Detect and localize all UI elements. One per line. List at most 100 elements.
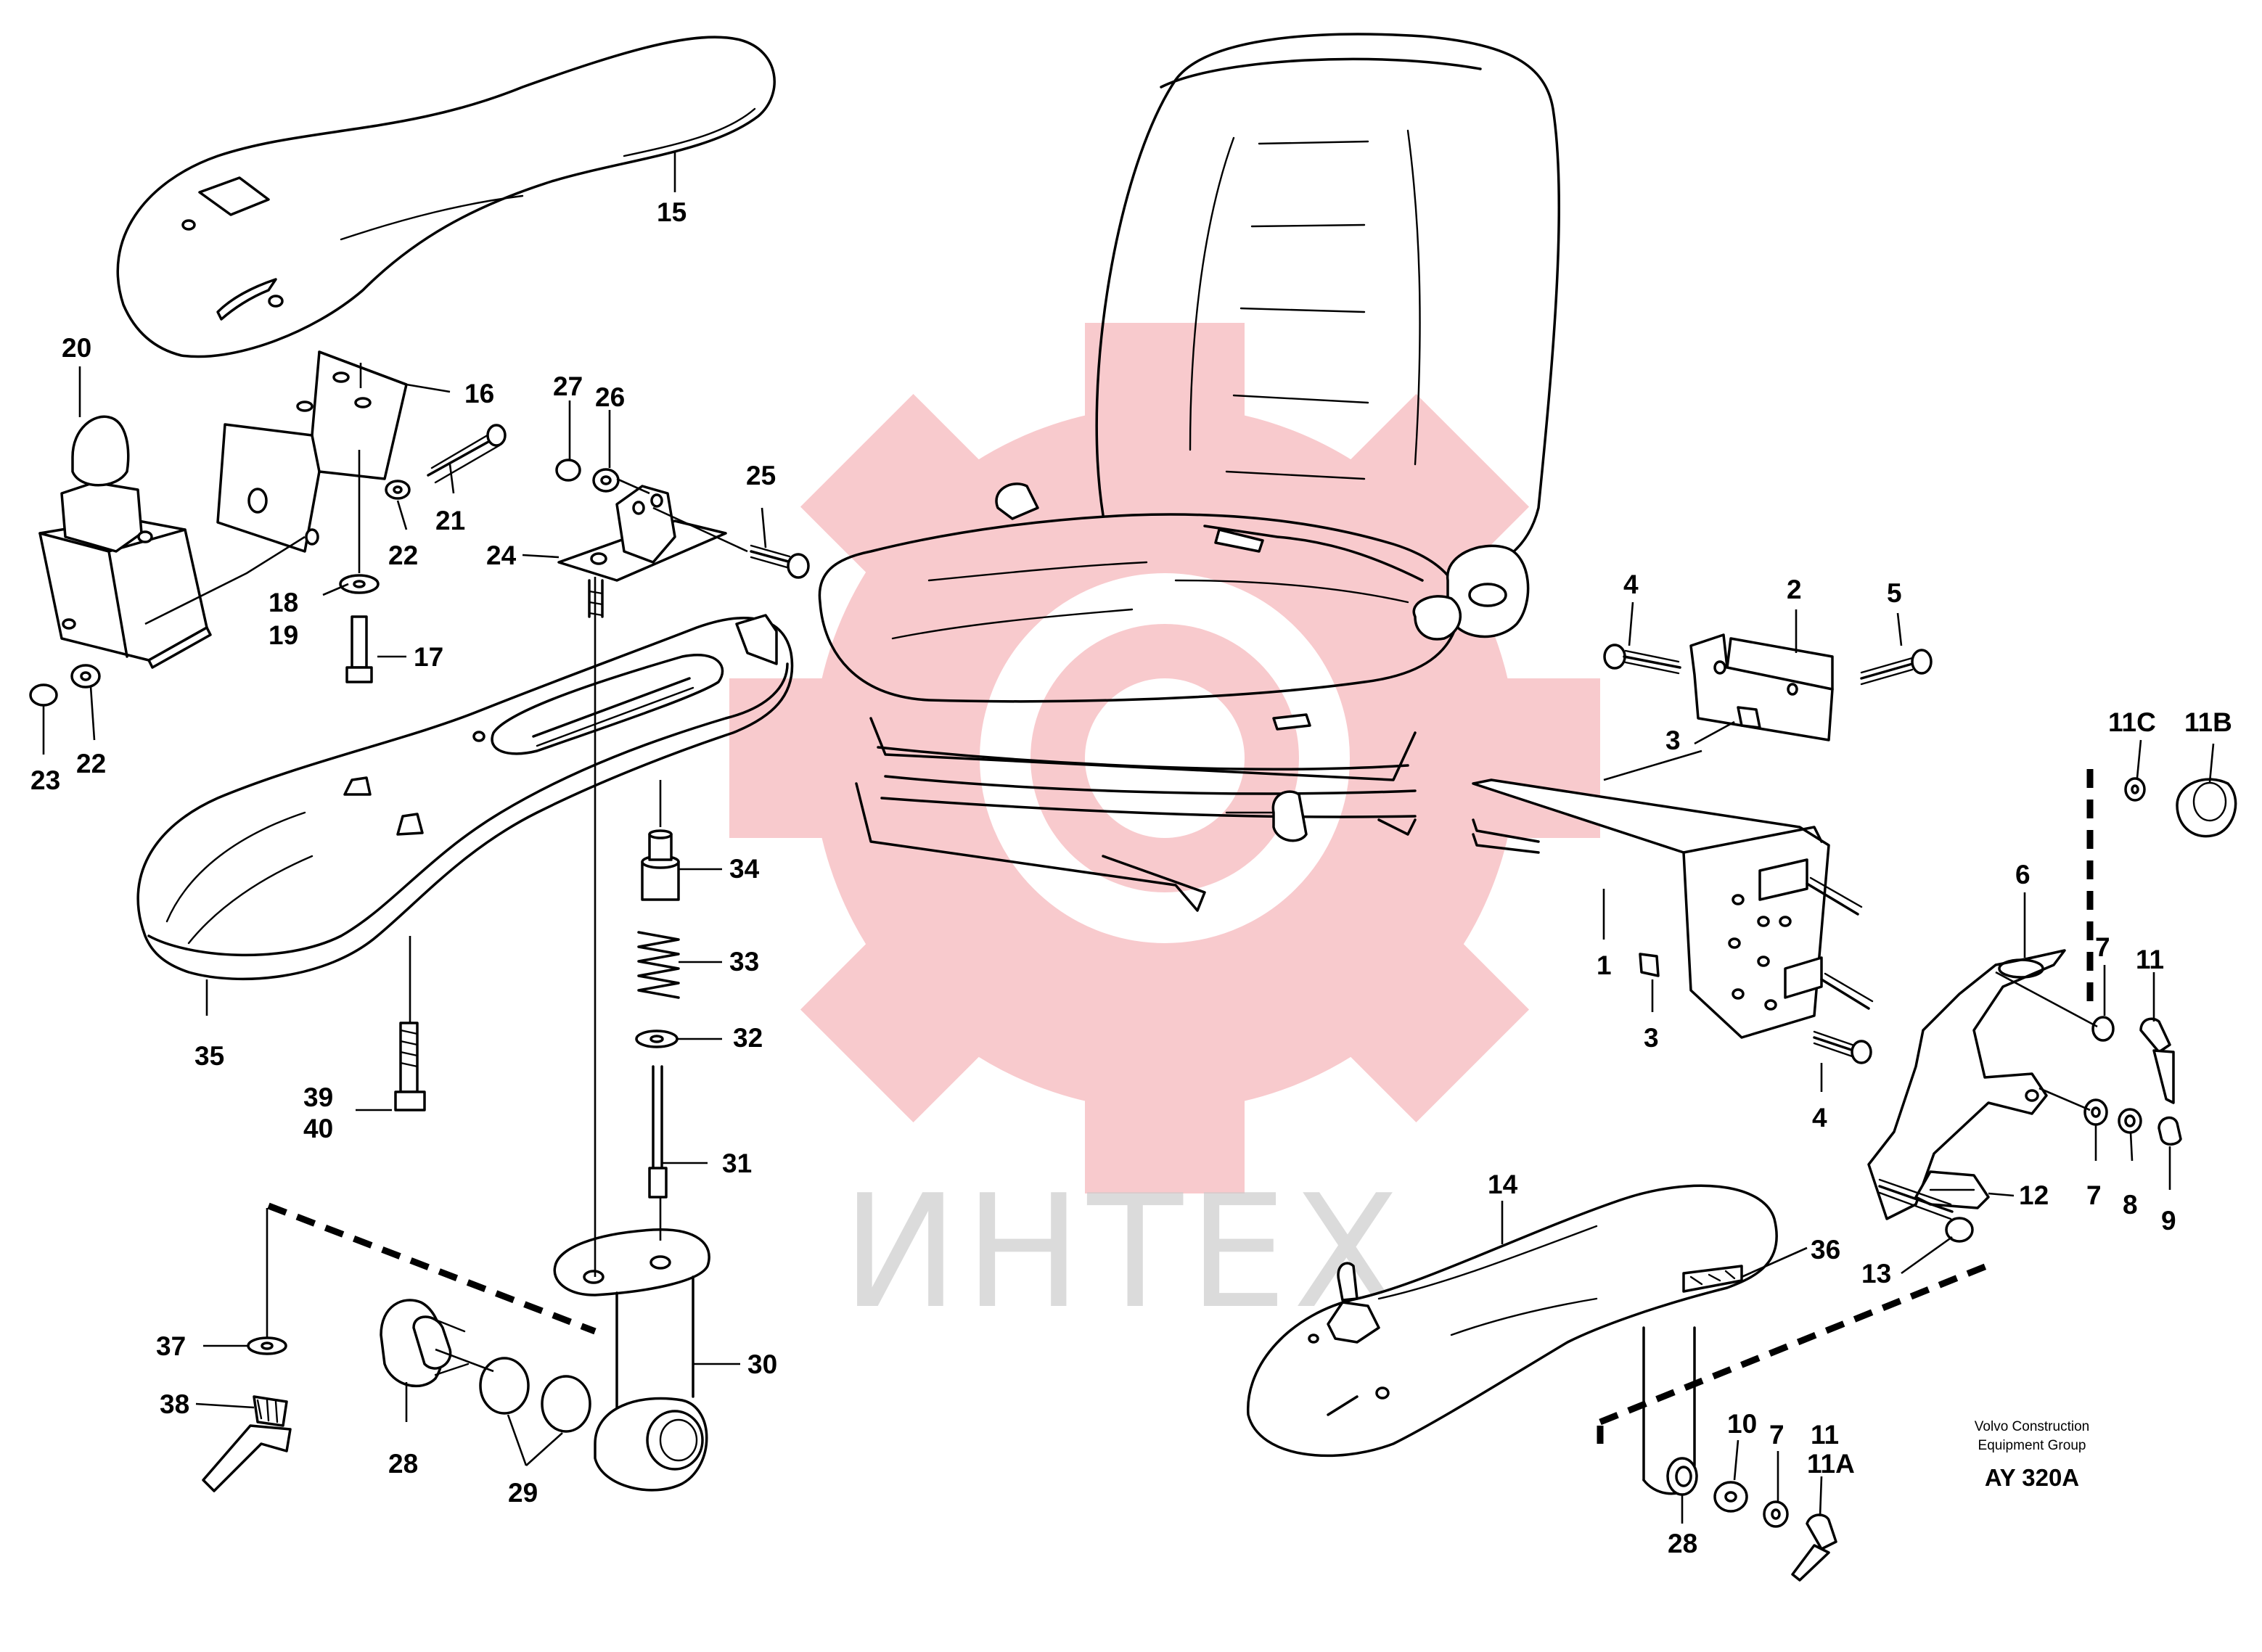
bushing-34 bbox=[641, 829, 680, 901]
callout-9: 9 bbox=[2161, 1206, 2176, 1236]
spacer-3-top bbox=[1737, 706, 1761, 729]
lever-11 bbox=[2139, 1017, 2175, 1104]
callout-11b: 11B bbox=[2184, 707, 2232, 737]
washer-10 bbox=[1713, 1481, 1748, 1513]
washer-11c bbox=[2124, 777, 2146, 802]
callout-11-lower: 11 bbox=[1811, 1420, 1839, 1450]
rings-29 bbox=[479, 1357, 591, 1433]
pin-31 bbox=[648, 1065, 668, 1199]
callout-21: 21 bbox=[435, 506, 465, 535]
callout-11a: 11A bbox=[1807, 1449, 1855, 1479]
washer-32 bbox=[635, 1030, 679, 1048]
callout-37: 37 bbox=[156, 1331, 186, 1361]
callout-4-top: 4 bbox=[1623, 570, 1639, 599]
callout-11c: 11C bbox=[2108, 707, 2156, 737]
washer-7b bbox=[2083, 1098, 2108, 1126]
callout-28-right: 28 bbox=[1668, 1529, 1697, 1558]
spring-33 bbox=[637, 931, 680, 999]
washer-37 bbox=[247, 1336, 287, 1355]
knob-28-right bbox=[1666, 1457, 1698, 1496]
washer-7c bbox=[1763, 1500, 1789, 1528]
callout-20: 20 bbox=[62, 333, 91, 363]
cap-11b bbox=[2176, 778, 2237, 838]
operator-seat bbox=[818, 33, 1561, 912]
switch-box-20 bbox=[38, 415, 212, 669]
callout-31: 31 bbox=[722, 1148, 752, 1178]
callout-27: 27 bbox=[553, 371, 583, 401]
callout-23: 23 bbox=[30, 765, 60, 795]
callout-33: 33 bbox=[729, 947, 759, 977]
callout-39: 39 bbox=[303, 1082, 333, 1112]
callout-24: 24 bbox=[486, 541, 517, 570]
screw-39-40 bbox=[394, 1022, 426, 1111]
callout-34: 34 bbox=[729, 854, 760, 884]
maker-line-1: Volvo Construction bbox=[1975, 1419, 2089, 1434]
bolt-13 bbox=[1878, 1178, 1974, 1243]
bracket-16 bbox=[216, 350, 408, 553]
callout-7-bottom: 7 bbox=[1769, 1420, 1784, 1450]
callout-25: 25 bbox=[746, 461, 776, 490]
callout-36: 36 bbox=[1811, 1235, 1840, 1265]
knob-28-left bbox=[380, 1299, 470, 1388]
cap-9 bbox=[2157, 1116, 2182, 1146]
callout-29: 29 bbox=[508, 1478, 538, 1508]
lever-bracket-6 bbox=[1867, 949, 2066, 1220]
callout-17: 17 bbox=[414, 642, 443, 672]
callout-4-bottom: 4 bbox=[1812, 1103, 1827, 1133]
callout-32: 32 bbox=[733, 1023, 763, 1053]
callout-7-top: 7 bbox=[2095, 932, 2110, 962]
nut-8 bbox=[2118, 1108, 2142, 1134]
callout-11: 11 bbox=[2136, 945, 2164, 974]
callout-1: 1 bbox=[1597, 950, 1612, 980]
callout-10: 10 bbox=[1727, 1409, 1757, 1439]
screw-21 bbox=[427, 437, 495, 477]
callout-22-bottom: 22 bbox=[76, 749, 106, 778]
drawing-ref-code: AY 320A bbox=[1985, 1464, 2079, 1491]
callout-14: 14 bbox=[1488, 1170, 1518, 1199]
leader-lines bbox=[42, 152, 2215, 1524]
callout-40: 40 bbox=[303, 1114, 333, 1143]
callout-22-top: 22 bbox=[388, 541, 418, 570]
bracket-2 bbox=[1689, 633, 1834, 741]
lever-38 bbox=[202, 1395, 292, 1492]
callout-7-mid: 7 bbox=[2086, 1180, 2102, 1210]
nut-27 bbox=[555, 459, 581, 482]
callout-labels: 15 16 20 21 22 18 19 17 23 22 27 26 25 2… bbox=[30, 197, 2232, 1558]
bolt-4-bottom bbox=[1813, 1030, 1872, 1064]
armrest-pad-15 bbox=[116, 36, 776, 358]
armrest-pad-14 bbox=[1247, 1184, 1778, 1495]
lever-11a bbox=[1791, 1513, 1837, 1582]
washer-7a bbox=[2091, 1016, 2115, 1042]
bolt-4-top bbox=[1603, 644, 1681, 675]
spacer-3-bottom bbox=[1639, 953, 1660, 977]
callout-6: 6 bbox=[2015, 860, 2031, 889]
callout-16: 16 bbox=[464, 379, 494, 408]
dashed-assembly-lines bbox=[267, 769, 2094, 1444]
callout-26: 26 bbox=[595, 382, 625, 412]
watermark-gear-logo bbox=[729, 323, 1600, 1193]
plate-24 bbox=[557, 485, 727, 618]
bolt-5 bbox=[1860, 649, 1933, 686]
callout-30: 30 bbox=[747, 1349, 777, 1379]
bolt-25 bbox=[750, 544, 810, 579]
screw-17 bbox=[351, 615, 368, 669]
callout-15: 15 bbox=[657, 197, 687, 227]
callout-3-bottom: 3 bbox=[1644, 1023, 1659, 1053]
callout-2: 2 bbox=[1787, 575, 1802, 604]
callout-28-left: 28 bbox=[388, 1449, 418, 1479]
callout-18: 18 bbox=[269, 588, 298, 617]
callout-3-top: 3 bbox=[1665, 726, 1681, 755]
callout-35: 35 bbox=[194, 1041, 224, 1071]
callout-13: 13 bbox=[1861, 1259, 1891, 1289]
callout-8: 8 bbox=[2123, 1190, 2138, 1220]
callout-12: 12 bbox=[2019, 1180, 2049, 1210]
callout-5: 5 bbox=[1887, 578, 1902, 608]
support-arm-30 bbox=[553, 1228, 710, 1492]
maker-line-2: Equipment Group bbox=[1978, 1438, 2086, 1453]
watermark-text: ИНТЕХ bbox=[842, 1161, 1406, 1343]
mounting-bracket-1 bbox=[1472, 778, 1874, 1039]
drawing-reference: Volvo Construction Equipment Group AY 32… bbox=[1975, 1419, 2089, 1491]
nut-23 bbox=[29, 683, 58, 707]
